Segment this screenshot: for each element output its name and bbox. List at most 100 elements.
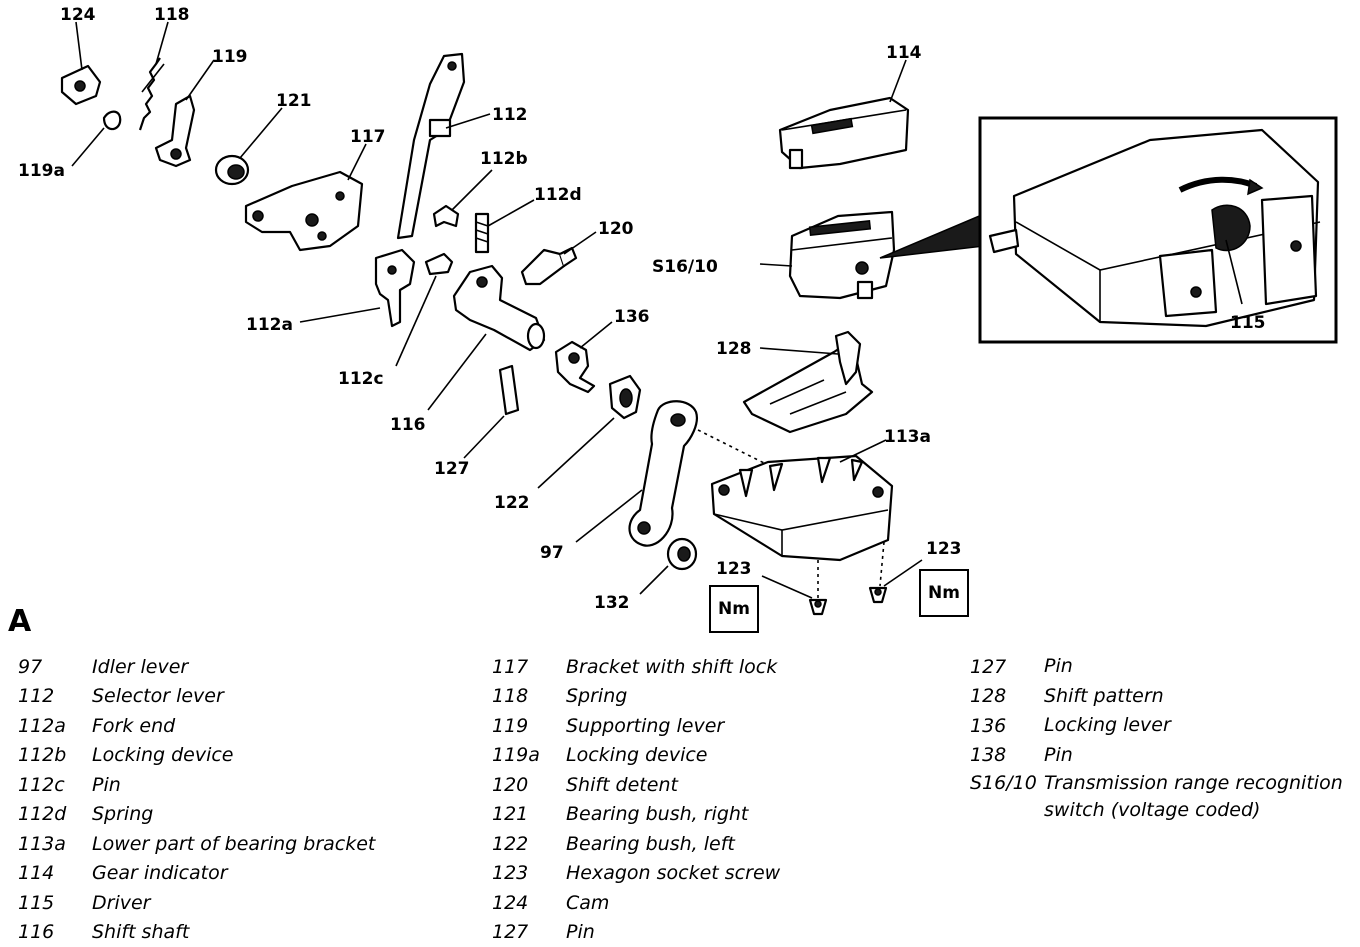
part-bracket-with-shift-lock	[246, 172, 362, 250]
torque-label-left: Nm	[718, 599, 750, 619]
detail-inset	[980, 118, 1336, 342]
part-spring	[140, 58, 164, 130]
legend-number: 112c	[18, 774, 92, 796]
legend-description: Gear indicator	[92, 862, 438, 884]
part-gear-indicator	[780, 98, 908, 168]
legend-description: Shift detent	[566, 774, 912, 796]
callout-124: 124	[60, 5, 96, 25]
callout-112a: 112a	[246, 315, 293, 335]
legend-number: 113a	[18, 833, 92, 855]
callout-118: 118	[154, 5, 190, 25]
part-shift-pattern	[744, 332, 872, 432]
part-locking-lever	[556, 342, 594, 392]
legend-number: 128	[970, 685, 1044, 707]
legend-description: Driver	[92, 892, 438, 914]
callout-128: 128	[716, 339, 752, 359]
legend-number: S16/10	[970, 770, 1044, 797]
callout-132: 132	[594, 593, 630, 613]
legend-description: Shift pattern	[1044, 683, 1360, 710]
legend-description: Pin	[1044, 653, 1360, 680]
legend-description: Bearing bush, right	[566, 803, 912, 825]
part-132	[668, 539, 696, 569]
part-cam	[62, 66, 100, 104]
callout-123-right: 123	[926, 539, 962, 559]
legend-number: 119	[492, 715, 566, 737]
legend-number: 124	[492, 892, 566, 914]
callout-114: 114	[886, 43, 922, 63]
part-supporting-lever	[156, 96, 194, 166]
callout-115: 115	[1230, 313, 1266, 333]
section-letter: A	[8, 604, 31, 639]
legend-number: 117	[492, 656, 566, 678]
part-bearing-bush-right	[216, 156, 248, 184]
legend-number: 121	[492, 803, 566, 825]
legend-number: 116	[18, 921, 92, 943]
callout-123-left: 123	[716, 559, 752, 579]
callout-113a: 113a	[884, 427, 931, 447]
legend-number: 97	[18, 656, 92, 678]
part-spring-112d	[476, 214, 488, 252]
part-shift-detent	[522, 248, 576, 284]
part-range-recognition-switch	[790, 212, 894, 298]
callout-116: 116	[390, 415, 426, 435]
legend-description: Locking device	[92, 744, 438, 766]
legend-number: 127	[492, 921, 566, 943]
legend-description: Selector lever	[92, 685, 438, 707]
callout-117: 117	[350, 127, 386, 147]
legend-number: 118	[492, 685, 566, 707]
callout-97: 97	[540, 543, 564, 563]
legend-description: Pin	[1044, 742, 1360, 769]
legend-description: Locking device	[566, 744, 912, 766]
legend-description: Shift shaft	[92, 921, 438, 943]
legend-number: 112	[18, 685, 92, 707]
legend-number: 127	[970, 656, 1044, 678]
part-pin-112c	[426, 254, 452, 274]
callout-136: 136	[614, 307, 650, 327]
callout-119: 119	[212, 47, 248, 67]
legend-number: 115	[18, 892, 92, 914]
part-idler-lever	[630, 401, 697, 545]
callout-127: 127	[434, 459, 470, 479]
part-locking-device-112b	[434, 206, 458, 226]
legend-number: 136	[970, 715, 1044, 737]
legend-description: Pin	[566, 921, 912, 943]
legend-number: 138	[970, 744, 1044, 766]
legend-description: Cam	[566, 892, 912, 914]
legend-description: Lower part of bearing bracket	[92, 833, 438, 855]
callout-112b: 112b	[480, 149, 528, 169]
legend-number: 120	[492, 774, 566, 796]
part-lower-bearing-bracket	[712, 456, 892, 560]
legend-description: Idler lever	[92, 656, 438, 678]
legend-number: 112b	[18, 744, 92, 766]
legend-number: 112d	[18, 803, 92, 825]
part-fork-end	[376, 250, 414, 326]
callout-112: 112	[492, 105, 528, 125]
legend-number: 112a	[18, 715, 92, 737]
legend-description: Bracket with shift lock	[566, 656, 912, 678]
callout-112d: 112d	[534, 185, 582, 205]
torque-label-right: Nm	[928, 583, 960, 603]
callout-112c: 112c	[338, 369, 384, 389]
callout-121: 121	[276, 91, 312, 111]
